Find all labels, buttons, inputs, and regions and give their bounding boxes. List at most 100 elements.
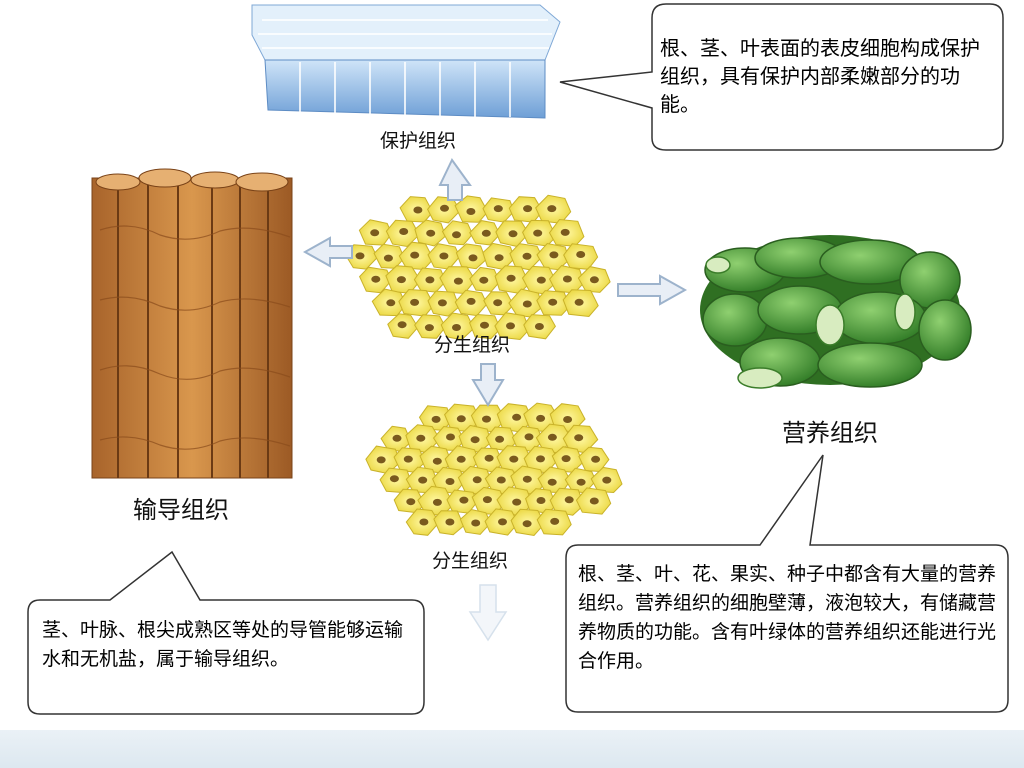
meristem-cell-nucleus	[564, 496, 574, 504]
callout-nutrient-bubble	[565, 454, 1009, 713]
meristem-cell-nucleus	[410, 251, 420, 259]
meristem-cell-nucleus	[522, 520, 532, 528]
meristem-cell-nucleus	[432, 498, 442, 506]
meristem-tissue-bottom-image	[365, 402, 623, 537]
meristem-cell-nucleus	[506, 274, 516, 282]
meristem-cell-nucleus	[591, 455, 601, 463]
meristem-cell-nucleus	[522, 252, 532, 260]
meristem-cell-nucleus	[431, 415, 441, 423]
meristem-cell-nucleus	[419, 518, 429, 526]
meristem-cell-nucleus	[425, 276, 435, 284]
meristem-cell-nucleus	[482, 415, 491, 423]
meristem-cell-nucleus	[406, 498, 416, 506]
meristem-cell-nucleus	[509, 455, 519, 463]
meristem-cell-nucleus	[459, 496, 469, 504]
meristem-cell-nucleus	[410, 298, 420, 306]
meristem-cell-nucleus	[496, 476, 506, 484]
meristem-cell-nucleus	[524, 433, 534, 441]
meristem-cell-nucleus	[481, 229, 491, 237]
meristem-cell-nucleus	[376, 456, 386, 464]
meristem-cell-nucleus	[561, 455, 571, 463]
label-meristem-bottom: 分生组织	[432, 550, 509, 572]
meristem-cell-nucleus	[547, 205, 557, 213]
meristem-cell-nucleus	[416, 434, 426, 442]
meristem-cell-nucleus	[418, 476, 428, 484]
meristem-cell-nucleus	[466, 208, 476, 215]
meristem-cell-nucleus	[479, 276, 489, 284]
meristem-cell-nucleus	[493, 205, 503, 213]
meristem-cell-nucleus	[445, 518, 455, 526]
meristem-cell-nucleus	[589, 497, 599, 505]
meristem-cell-nucleus	[392, 434, 402, 442]
meristem-cell-nucleus	[549, 251, 559, 259]
meristem-cell-nucleus	[508, 230, 518, 238]
label-nutrient-tissue: 营养组织	[782, 419, 878, 447]
nutrient-tissue-image	[700, 235, 972, 389]
meristem-cell-nucleus	[371, 275, 381, 283]
meristem-tissue-top-image	[345, 194, 611, 341]
meristem-cell-nucleus	[494, 254, 504, 262]
meristem-cell-nucleus	[446, 433, 455, 441]
callout-conducting-bubble	[27, 550, 425, 715]
meristem-cell-nucleus	[472, 476, 482, 484]
meristem-cell-nucleus	[536, 497, 546, 504]
meristem-cell-nucleus	[536, 276, 546, 284]
arrow-to-nutrient	[617, 274, 688, 306]
meristem-cell-nucleus	[452, 231, 461, 239]
meristem-cell-nucleus	[480, 321, 489, 329]
meristem-cell-nucleus	[445, 478, 455, 485]
meristem-cell-nucleus	[563, 416, 573, 423]
meristem-cell-nucleus	[396, 276, 406, 284]
meristem-cell-nucleus	[484, 454, 494, 462]
label-conducting-tissue: 输导组织	[133, 496, 229, 524]
meristem-cell-nucleus	[399, 228, 409, 235]
meristem-cell-nucleus	[533, 229, 543, 237]
meristem-cell-nucleus	[370, 229, 380, 237]
meristem-cell-nucleus	[512, 498, 522, 506]
meristem-cell-nucleus	[547, 433, 557, 441]
meristem-cell-nucleus	[456, 455, 466, 463]
meristem-cell-nucleus	[383, 254, 393, 262]
meristem-cell-nucleus	[403, 455, 413, 463]
conducting-tissue-image	[91, 168, 293, 479]
meristem-cell-nucleus	[522, 475, 532, 483]
meristem-cell-nucleus	[523, 205, 533, 213]
meristem-cell-nucleus	[574, 298, 584, 306]
meristem-cell-nucleus	[440, 204, 449, 212]
meristem-cell-nucleus	[589, 276, 599, 284]
meristem-cell-nucleus	[424, 324, 434, 332]
meristem-cell-nucleus	[456, 415, 466, 423]
label-protective-tissue: 保护组织	[380, 130, 457, 152]
callout-protective-text: 根、茎、叶表面的表皮细胞构成保护组织，具有保护内部柔嫩部分的功能。	[660, 36, 980, 116]
meristem-cell-nucleus	[493, 299, 503, 307]
meristem-cell-nucleus	[536, 455, 545, 463]
meristem-cell-nucleus	[355, 252, 365, 260]
callout-conducting-text: 茎、叶脉、根尖成熟区等处的导管能够运输水和无机盐，属于输导组织。	[42, 619, 404, 670]
meristem-cell-nucleus	[386, 299, 396, 307]
meristem-cell-nucleus	[547, 478, 557, 486]
meristem-cell-nucleus	[413, 206, 423, 214]
meristem-cell-nucleus	[522, 300, 532, 308]
meristem-cell-nucleus	[562, 275, 572, 283]
meristem-cell-nucleus	[470, 436, 480, 444]
footer-band	[0, 730, 1024, 768]
meristem-cell-nucleus	[534, 323, 544, 330]
callout-protective-bubble	[559, 3, 1004, 151]
meristem-cell-nucleus	[512, 413, 522, 421]
meristem-cell-nucleus	[468, 254, 478, 262]
arrow-to-conducting	[302, 236, 353, 268]
label-meristem-top: 分生组织	[434, 334, 511, 356]
meristem-cell-nucleus	[602, 476, 612, 484]
meristem-cell-nucleus	[498, 518, 507, 526]
meristem-cell-nucleus	[439, 252, 449, 260]
meristem-cell-nucleus	[548, 298, 558, 306]
meristem-cell-nucleus	[506, 322, 515, 330]
meristem-cell-nucleus	[560, 228, 570, 236]
meristem-cell-nucleus	[536, 414, 546, 422]
meristem-cell-nucleus	[574, 434, 584, 442]
meristem-cell-nucleus	[576, 251, 586, 258]
meristem-cell-nucleus	[482, 496, 492, 504]
meristem-cell-nucleus	[426, 229, 436, 237]
